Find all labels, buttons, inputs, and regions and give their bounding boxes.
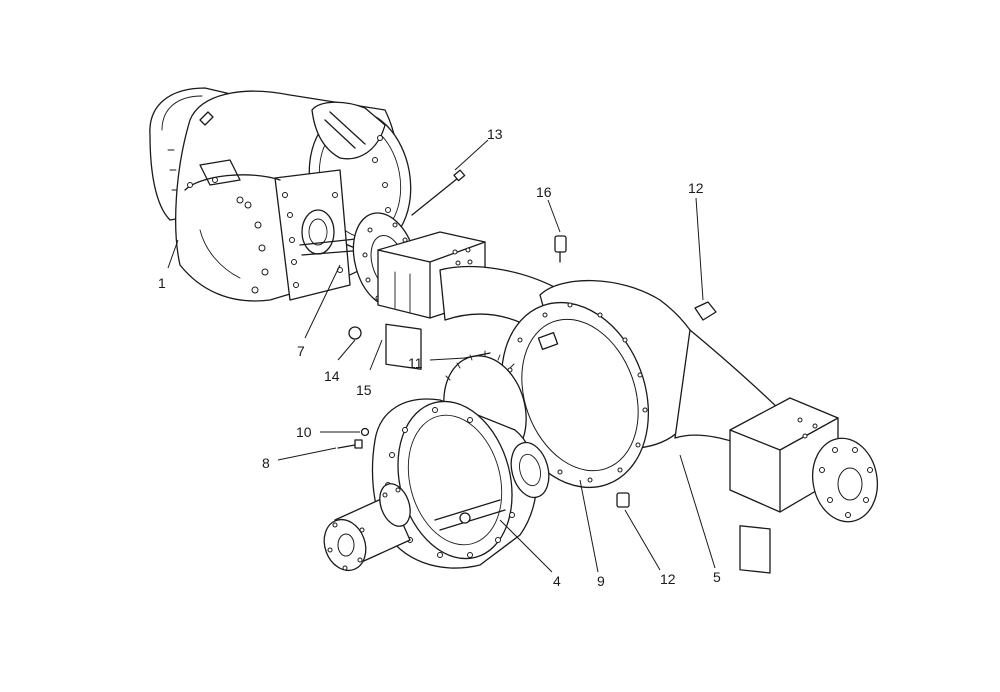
brake-hub-assembly [149,87,412,302]
ring-flange [500,301,650,489]
differential-carrier [323,350,550,572]
leader-8 [277,447,337,461]
callout-1: 1 [158,275,166,291]
fasteners [337,169,717,508]
callouts: 1 4 5 7 8 9 10 11 12 12 13 14 15 16 [158,126,721,589]
callout-7: 7 [297,343,305,359]
callout-8: 8 [262,455,270,471]
leader-12-bottom [624,509,661,571]
callout-11: 11 [408,355,423,371]
callout-12-bottom: 12 [660,571,676,587]
leader-16 [547,199,561,233]
leader-lines [167,139,716,573]
callout-9: 9 [597,573,605,589]
leader-13 [454,139,489,171]
hub-bolt-holes [187,135,391,294]
callout-15: 15 [356,382,372,398]
leader-12-top [695,197,704,301]
leader-15 [369,339,383,371]
leader-7 [304,264,341,339]
callout-16: 16 [536,184,552,200]
leader-9 [579,479,599,573]
leader-1 [167,239,179,269]
leader-4 [499,519,553,573]
callout-13: 13 [487,126,503,142]
leader-14 [337,339,356,361]
leader-5 [679,454,716,569]
callout-12-top: 12 [688,180,704,196]
leader-11 [429,357,466,361]
callout-4: 4 [553,573,561,589]
callout-10: 10 [296,424,312,440]
callout-5: 5 [713,569,721,585]
callout-14: 14 [324,368,340,384]
